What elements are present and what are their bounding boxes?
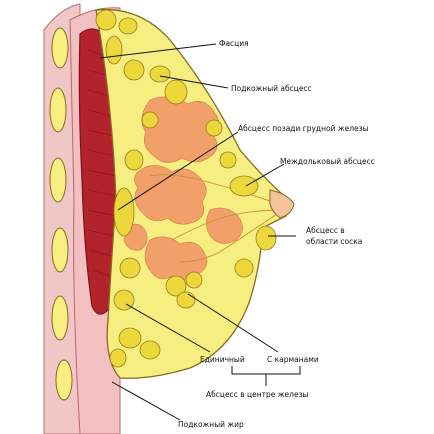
label-retromammary-abscess: Абсцесс позади грудной железы (238, 124, 369, 133)
nipple (269, 189, 295, 219)
label-subcutaneous-fat: Подкожный жир (178, 420, 244, 429)
label-areolar-abscess-line1: Абсцесс в (306, 226, 345, 235)
muscle-fibers (87, 49, 117, 277)
leader-lines (99, 43, 301, 421)
label-with-pockets: С карманами (267, 355, 319, 364)
label-areolar-abscess-line2: области соска (306, 237, 363, 246)
fat-lobules (95, 9, 277, 368)
ducts (149, 174, 285, 263)
label-subcutaneous-abscess: Подкожный абсцесс (231, 84, 312, 93)
ribs (49, 27, 73, 401)
label-central-abscess: Абсцесс в центре железы (206, 390, 309, 399)
label-fascia: Фасция (219, 39, 249, 48)
label-single: Единичный (200, 355, 245, 364)
label-interlobular-abscess: Междольковый абсцесс (280, 157, 375, 166)
glandular-tissue (123, 96, 243, 280)
